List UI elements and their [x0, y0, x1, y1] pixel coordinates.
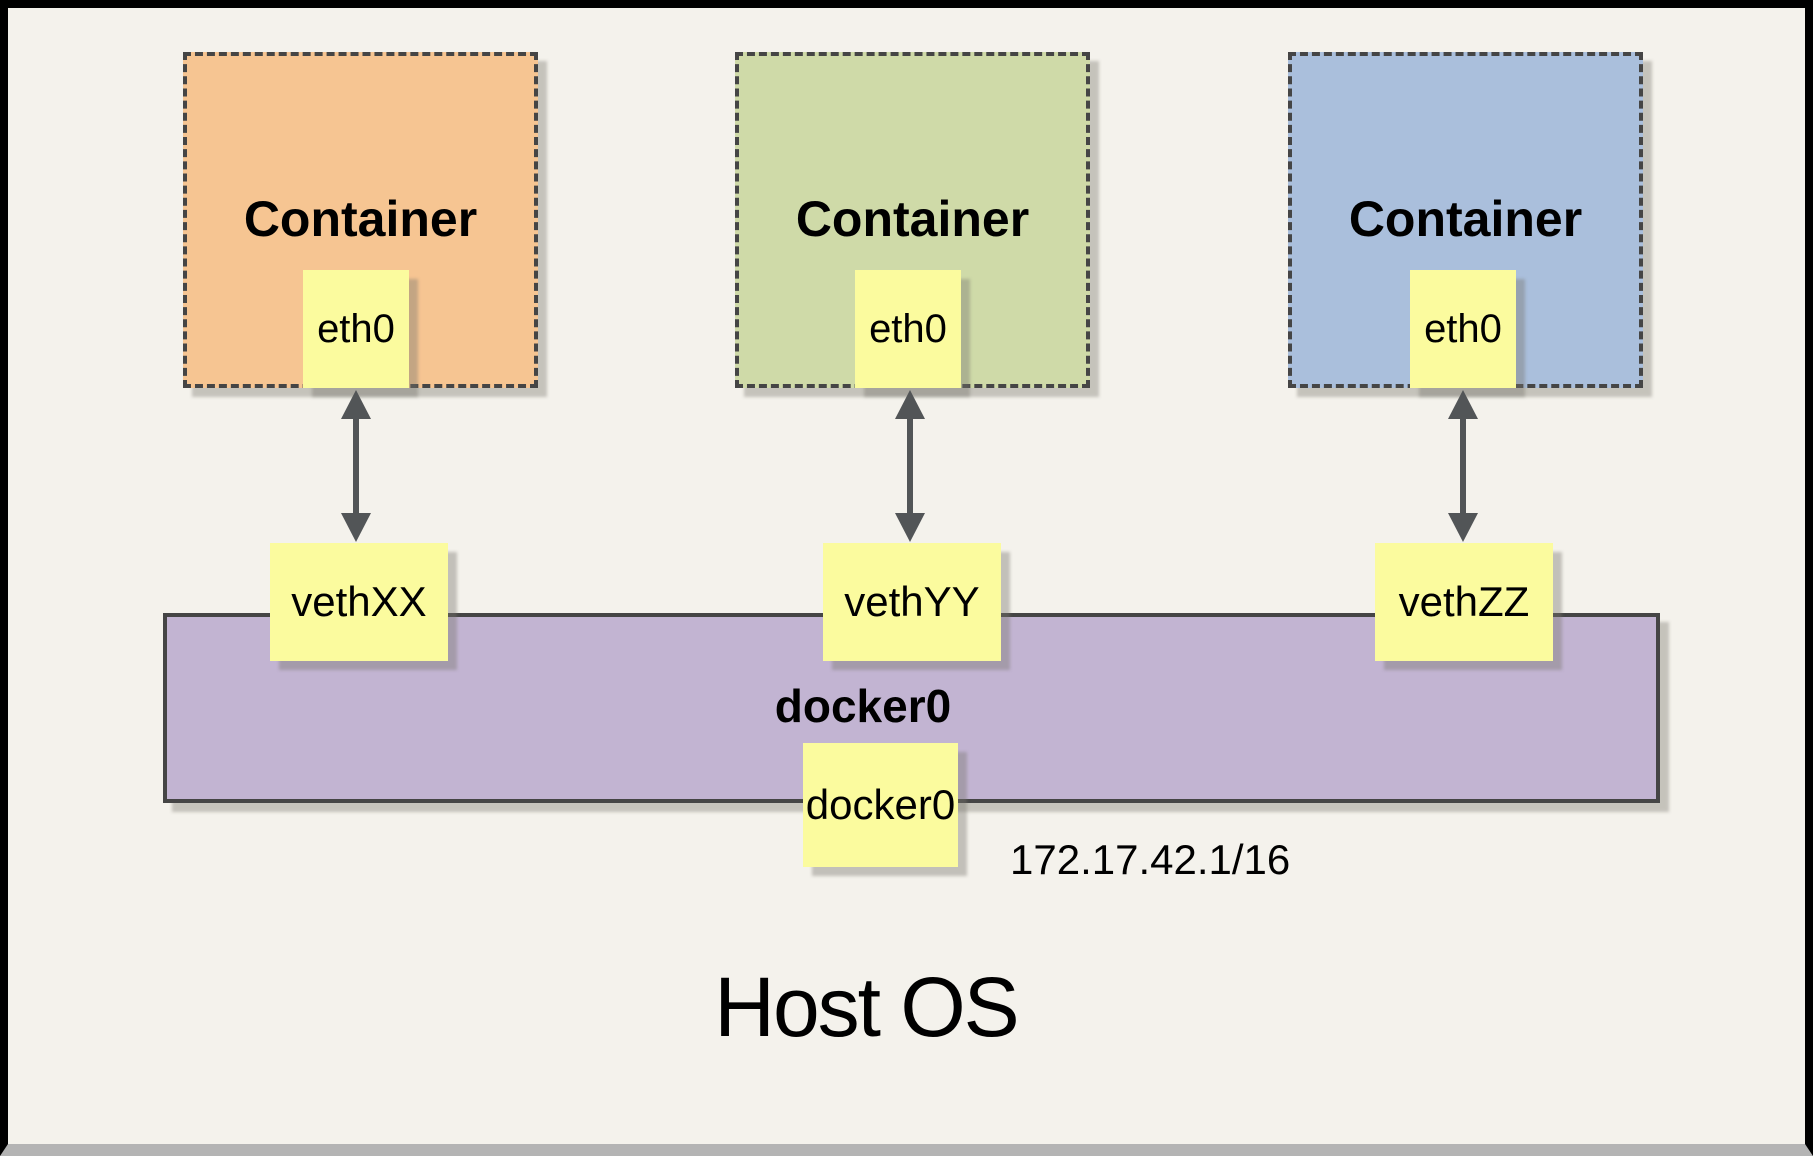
container-title: Container [243, 191, 478, 247]
double-arrow-icon [341, 390, 371, 542]
docker0-bridge-label: docker0 [774, 680, 952, 732]
vethyy-interface-box: vethYY [823, 543, 1001, 661]
bridge-subnet-address: 172.17.42.1/16 [1010, 836, 1291, 883]
double-arrow-icon [1448, 390, 1478, 542]
double-arrow-icon [895, 390, 925, 542]
host-os-label: Host OS [714, 960, 1019, 1054]
eth0-interface-box-2: eth0 [855, 270, 961, 388]
eth0-interface-box-3: eth0 [1410, 270, 1516, 388]
docker0-interface-box: docker0 [803, 743, 958, 867]
container-title: Container [1348, 191, 1583, 247]
vethzz-interface-box: vethZZ [1375, 543, 1553, 661]
vethxx-interface-box: vethXX [270, 543, 448, 661]
eth0-interface-box-1: eth0 [303, 270, 409, 388]
container-title: Container [795, 191, 1030, 247]
